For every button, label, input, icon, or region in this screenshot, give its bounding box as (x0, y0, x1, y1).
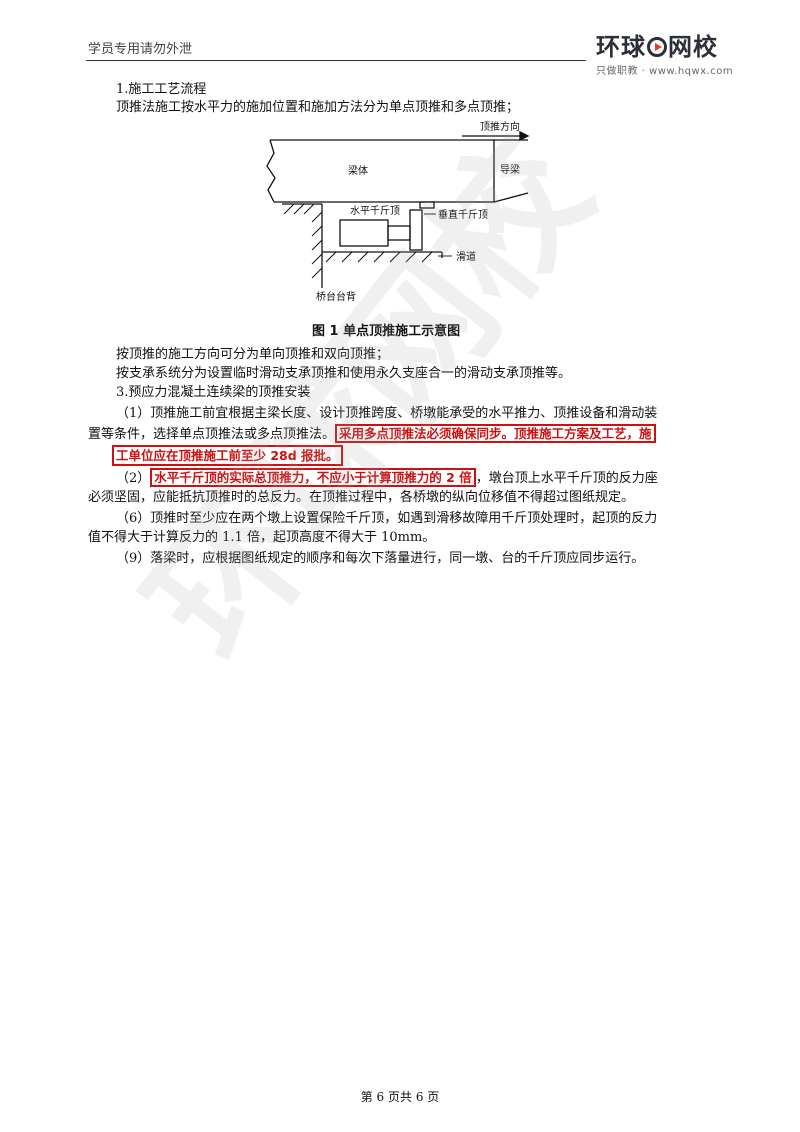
item-2-suffix: ，墩台顶上水平千斤顶的反力座 (475, 471, 658, 486)
label-push-direction: 顶推方向 (480, 120, 520, 133)
paragraph-direction: 按顶推的施工方向可分为单向顶推和双向顶推； (116, 347, 390, 362)
paragraph-item-2-line-1: （2）水平千斤顶的实际总顶推力，不应小于计算顶推力的 2 倍，墩台顶上水平千斤顶… (116, 468, 658, 488)
label-vertical-jack: 垂直千斤顶 (438, 208, 488, 221)
highlight-approval-deadline: 工单位应在顶推施工前至少 28d 报批。 (112, 445, 343, 466)
logo-text-left: 环球 (596, 33, 646, 61)
paragraph-item-2-line-2: 必须坚固，应能抵抗顶推时的总反力。在顶推过程中，各桥墩的纵向位移值不得超过图纸规… (88, 490, 635, 505)
label-beam-body: 梁体 (348, 164, 368, 177)
page-footer: 第 6 页共 6 页 (360, 1090, 440, 1104)
jacking-diagram: 顶推方向 梁体 导梁 水平千斤顶 垂直千斤顶 滑道 桥台台背 (266, 120, 530, 303)
logo-text-right: 网校 (668, 33, 718, 61)
brand-logo: 环球网校 只做职教 · www.hqwx.com (596, 34, 736, 78)
section-heading-process: 1.施工工艺流程 (116, 82, 207, 97)
item-1-text: 置等条件，选择单点顶推法或多点顶推法。 (88, 427, 336, 442)
label-abutment-back: 桥台台背 (316, 290, 356, 303)
paragraph-item-9: （9）落梁时，应根据图纸规定的顺序和每次下落量进行，同一墩、台的千斤顶应同步运行… (116, 551, 645, 566)
paragraph-classification: 顶推法施工按水平力的施加位置和施加方法分为单点顶推和多点顶推； (116, 100, 520, 115)
highlight-jacking-force: 水平千斤顶的实际总顶推力，不应小于计算顶推力的 2 倍 (150, 468, 476, 487)
paragraph-item-6-line-1: （6）顶推时至少应在两个墩上设置保险千斤顶，如遇到滑移故障用千斤顶处理时，起顶的… (116, 511, 658, 526)
label-guide-beam: 导梁 (500, 163, 520, 176)
label-horizontal-jack: 水平千斤顶 (350, 205, 400, 217)
highlight-sync-requirement: 采用多点顶推法必须确保同步。顶推施工方案及工艺，施 (335, 424, 656, 443)
figure-caption: 图 1 单点顶推施工示意图 (312, 324, 461, 339)
label-slideway: 滑道 (456, 250, 476, 263)
item-2-prefix: （2） (116, 471, 151, 486)
logo-tagline: 只做职教 · www.hqwx.com (596, 66, 734, 77)
paragraph-item-1-line-2: 置等条件，选择单点顶推法或多点顶推法。采用多点顶推法必须确保同步。顶推施工方案及… (88, 424, 656, 444)
play-icon (647, 37, 667, 57)
section-heading-installation: 3.预应力混凝土连续梁的顶推安装 (116, 385, 311, 400)
header-confidential-note: 学员专用请勿外泄 (88, 42, 193, 57)
header-rule (86, 60, 586, 61)
paragraph-item-6-line-2: 值不得大于计算反力的 1.1 倍，起顶高度不得大于 10mm。 (88, 530, 436, 545)
paragraph-item-1-line-1: （1）顶推施工前宜根据主梁长度、设计顶推跨度、桥墩能承受的水平推力、顶推设备和滑… (116, 406, 658, 421)
paragraph-support-system: 按支承系统分为设置临时滑动支承顶推和使用永久支座合一的滑动支承顶推等。 (116, 366, 572, 381)
